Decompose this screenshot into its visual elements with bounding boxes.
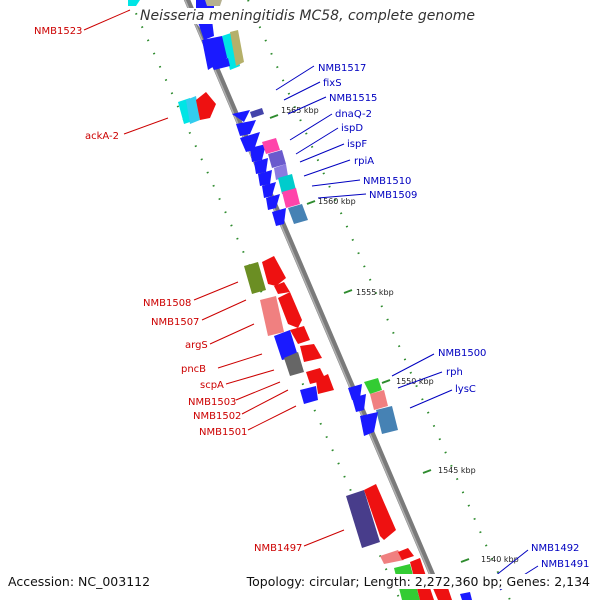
scale-label-1540: 1540 kbp — [481, 555, 519, 564]
scale-tick-1560 — [306, 200, 316, 205]
gene-feature — [262, 256, 286, 286]
gene-feature — [266, 194, 280, 210]
gene-label-nmb1509: NMB1509 — [369, 190, 417, 201]
gene-feature — [274, 164, 288, 180]
gene-feature — [186, 96, 200, 124]
gene-label-lysc: lysC — [455, 384, 476, 395]
gene-feature — [268, 150, 286, 168]
scale-label-1565: 1565 kbp — [281, 106, 319, 115]
gene-feature — [198, 20, 214, 40]
gene-label-acka2: ackA-2 — [85, 131, 119, 142]
forward-gene-labels — [275, 65, 539, 591]
gene-label-nmb1517: NMB1517 — [318, 63, 366, 74]
scale-ticks — [269, 114, 470, 563]
gene-label-nmb1500: NMB1500 — [438, 348, 486, 359]
gene-label-pncb: pncB — [181, 364, 206, 375]
gene-feature — [205, 0, 222, 6]
gene-feature — [316, 374, 334, 394]
genome-backbone-highlight — [184, 0, 442, 600]
gene-feature — [232, 110, 250, 122]
gene-label-nmb1508: NMB1508 — [143, 298, 191, 309]
scale-label-1545: 1545 kbp — [438, 466, 476, 475]
scale-tick-1550 — [381, 379, 391, 384]
gene-label-rpia: rpiA — [354, 156, 374, 167]
gene-feature — [196, 92, 216, 120]
gene-feature — [260, 296, 284, 336]
gene-label-rph: rph — [446, 367, 463, 378]
gene-label-nmb1492: NMB1492 — [531, 543, 579, 554]
gene-feature — [290, 326, 310, 344]
scale-tick-1545 — [422, 469, 432, 474]
reverse-gene-labels — [83, 9, 345, 547]
gene-feature — [364, 378, 382, 394]
gene-label-ispd: ispD — [341, 123, 363, 134]
gene-label-nmb1503: NMB1503 — [188, 397, 236, 408]
scale-tick-1555 — [343, 289, 353, 294]
gene-feature — [360, 412, 378, 436]
gene-feature — [210, 58, 230, 70]
gene-feature — [244, 262, 266, 294]
gene-label-fixs: fixS — [323, 78, 342, 89]
gene-label-nmb1507: NMB1507 — [151, 317, 199, 328]
gene-feature — [250, 108, 264, 118]
gene-label-dnaq2: dnaQ-2 — [335, 109, 372, 120]
gene-feature — [254, 158, 268, 174]
forward-gene-label-text: NMB1517 fixS NMB1515 dnaQ-2 ispD ispF rp… — [318, 63, 589, 570]
gene-feature — [348, 384, 362, 400]
reverse-gene-label-text: NMB1523 ackA-2 NMB1508 NMB1507 argS pncB… — [34, 26, 302, 554]
gene-feature — [250, 144, 266, 162]
gene-label-nmb1491: NMB1491 — [541, 559, 589, 570]
gene-feature — [202, 36, 230, 70]
gene-feature — [380, 550, 404, 564]
gene-feature — [274, 282, 290, 294]
gene-feature — [398, 548, 414, 560]
scale-tick-1540 — [460, 558, 470, 563]
scale-label-1555: 1555 kbp — [356, 288, 394, 297]
gene-feature — [288, 204, 308, 224]
gene-feature — [236, 120, 256, 136]
gene-label-scpa: scpA — [200, 380, 224, 391]
gene-feature — [274, 330, 298, 360]
gene-feature — [262, 138, 280, 154]
gene-feature — [352, 394, 366, 412]
gene-feature — [272, 208, 286, 226]
gene-feature — [364, 484, 396, 540]
gene-label-args: argS — [185, 340, 208, 351]
gene-label-nmb1510: NMB1510 — [363, 176, 411, 187]
gene-label-nmb1502: NMB1502 — [193, 411, 241, 422]
gene-feature — [278, 174, 296, 194]
accession-text: Accession: NC_003112 — [8, 574, 151, 589]
gene-feature — [300, 344, 322, 362]
map-title: Neisseria meningitidis MC58, complete ge… — [138, 8, 478, 24]
gene-label-nmb1497: NMB1497 — [254, 543, 302, 554]
gene-label-ispf: ispF — [347, 139, 367, 150]
gene-label-nmb1501: NMB1501 — [199, 427, 247, 438]
gene-feature — [284, 352, 304, 376]
gene-features — [128, 0, 472, 600]
gene-feature — [278, 292, 302, 328]
gene-feature — [370, 390, 388, 410]
gene-feature — [128, 0, 140, 6]
genome-backbone — [183, 0, 447, 600]
gene-feature — [258, 170, 272, 186]
scale-label-1560: 1560 kbp — [318, 197, 356, 206]
gene-label-nmb1515: NMB1515 — [329, 93, 377, 104]
gene-feature — [346, 490, 380, 548]
gene-feature — [460, 592, 472, 600]
gene-feature — [376, 406, 398, 434]
gene-feature — [282, 188, 300, 208]
gene-feature — [262, 182, 276, 198]
gene-label-nmb1523: NMB1523 — [34, 26, 82, 37]
genome-summary-text: Topology: circular; Length: 2,272,360 bp… — [246, 574, 590, 589]
gene-feature — [300, 386, 318, 404]
scale-tick-1565 — [269, 114, 279, 119]
gene-feature — [230, 30, 244, 66]
